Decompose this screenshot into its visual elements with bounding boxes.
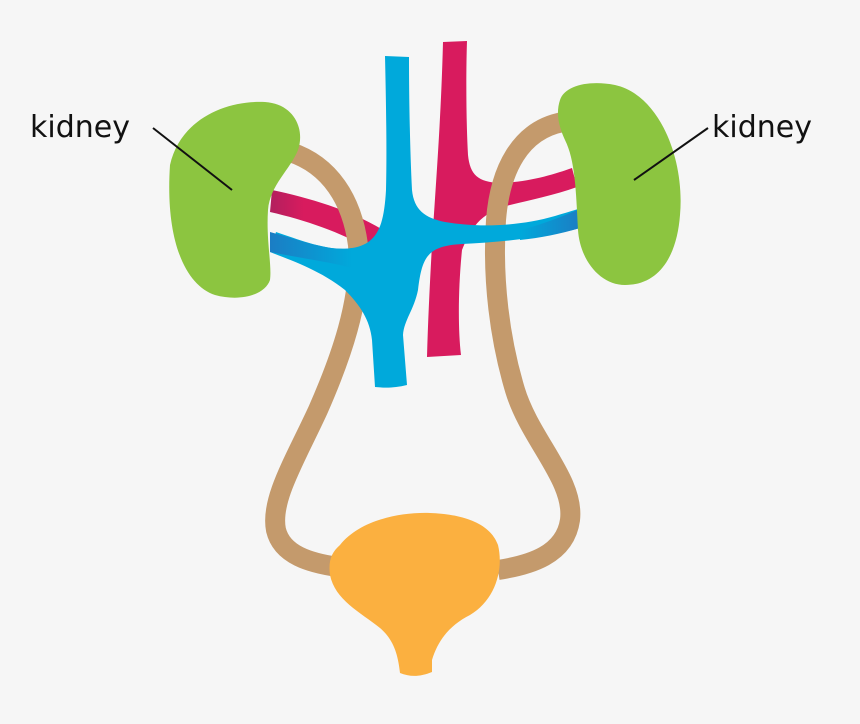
label-left-kidney: kidney (30, 110, 130, 145)
leader-line-right (633, 127, 709, 181)
kidney-left (169, 101, 301, 298)
ureter-right (485, 112, 581, 580)
leader-line-left (152, 127, 233, 191)
aorta (270, 41, 577, 357)
ureter-left (265, 142, 369, 577)
kidney-right (557, 83, 681, 285)
bladder (329, 512, 500, 676)
vena-cava (270, 56, 580, 388)
label-right-kidney: kidney (712, 110, 812, 145)
